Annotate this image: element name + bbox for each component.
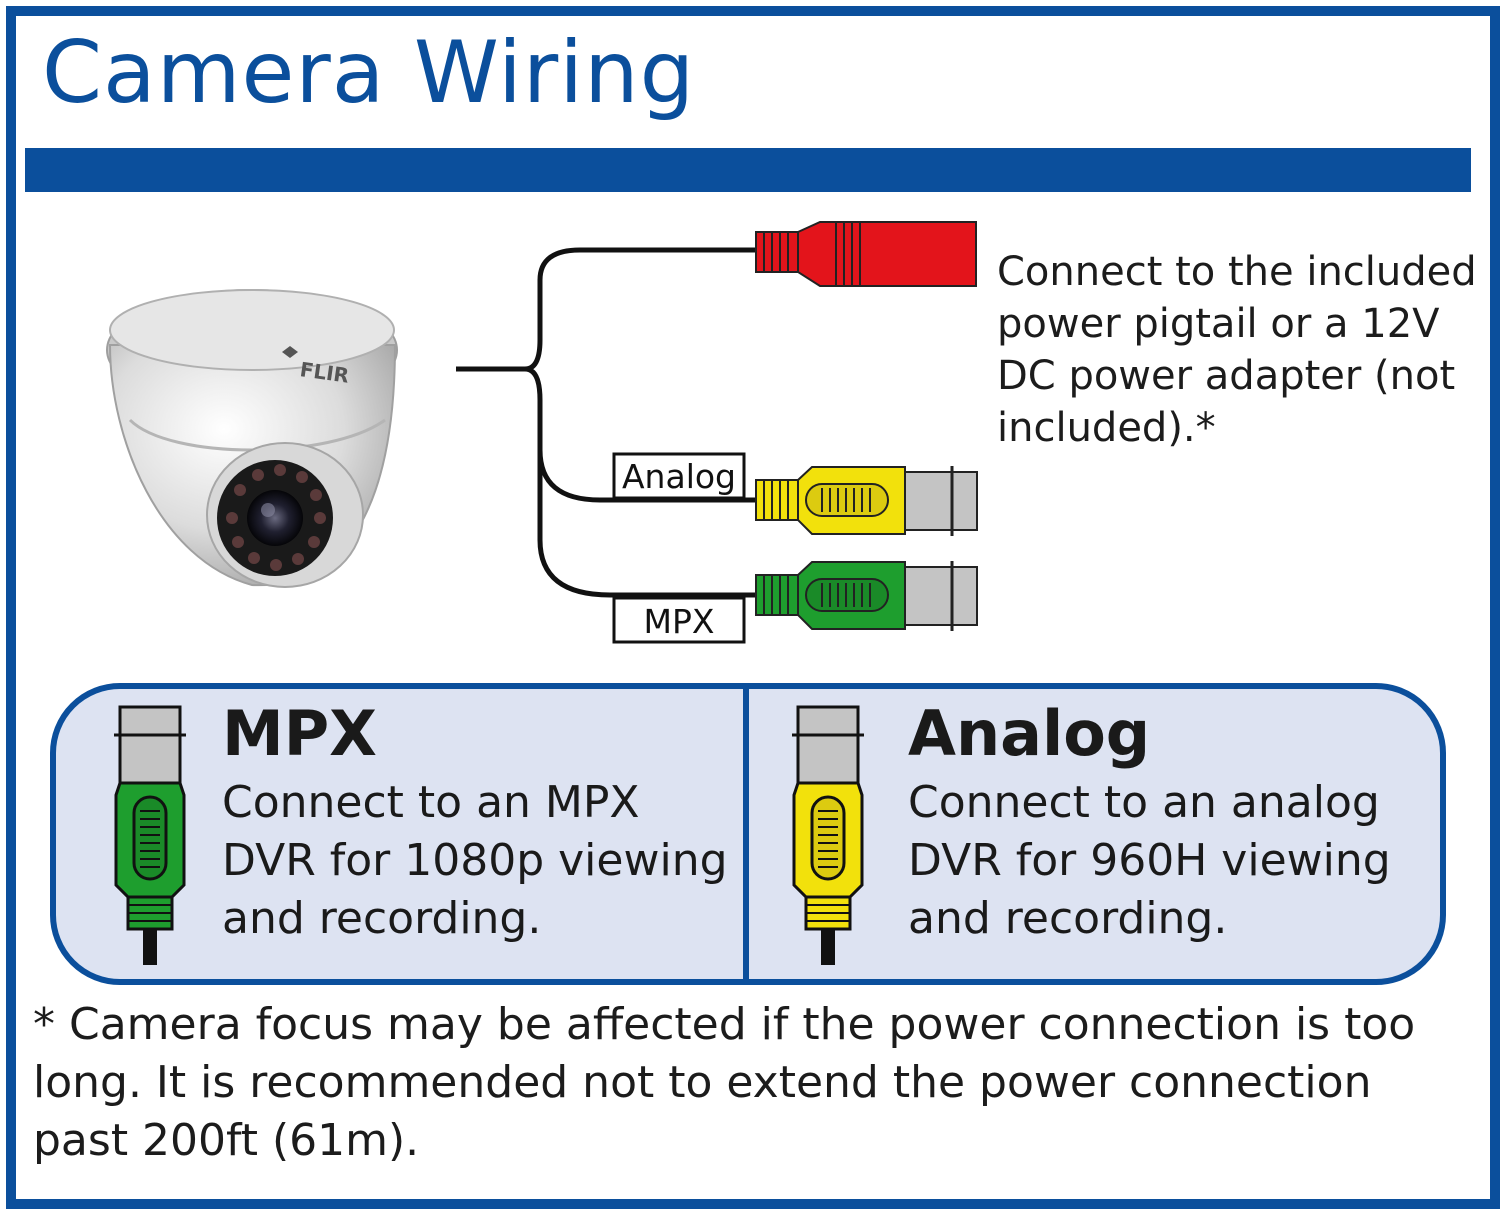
wiring-diagram: FLIR <box>106 221 978 644</box>
wire-harness <box>456 247 760 598</box>
analog-wire-label-text: Analog <box>622 457 736 496</box>
page-title: Camera Wiring <box>42 23 696 123</box>
yellow-bnc-connector-icon <box>792 705 864 965</box>
green-bnc-connector-icon <box>114 705 186 965</box>
mpx-section-title: MPX <box>222 697 377 770</box>
mpx-bnc-connector-icon <box>755 561 978 631</box>
diagram-frame <box>6 6 1500 1209</box>
analog-wire-label: Analog <box>612 452 746 500</box>
footnote: * Camera focus may be affected if the po… <box>33 999 1416 1166</box>
power-connector-icon <box>755 221 977 287</box>
mpx-section-description: Connect to an MPX DVR for 1080p viewing … <box>222 777 728 944</box>
analog-section-description: Connect to an analog DVR for 960H viewin… <box>908 777 1391 944</box>
mpx-wire-label: MPX <box>612 596 746 644</box>
mpx-wire-label-text: MPX <box>644 602 715 641</box>
title-underline-bar <box>25 148 1471 192</box>
power-connection-note: Connect to the included power pigtail or… <box>997 249 1477 451</box>
panel-divider <box>743 684 749 984</box>
analog-section-title: Analog <box>908 697 1151 770</box>
analog-bnc-connector-icon <box>755 466 978 536</box>
dome-camera-image <box>106 289 398 588</box>
